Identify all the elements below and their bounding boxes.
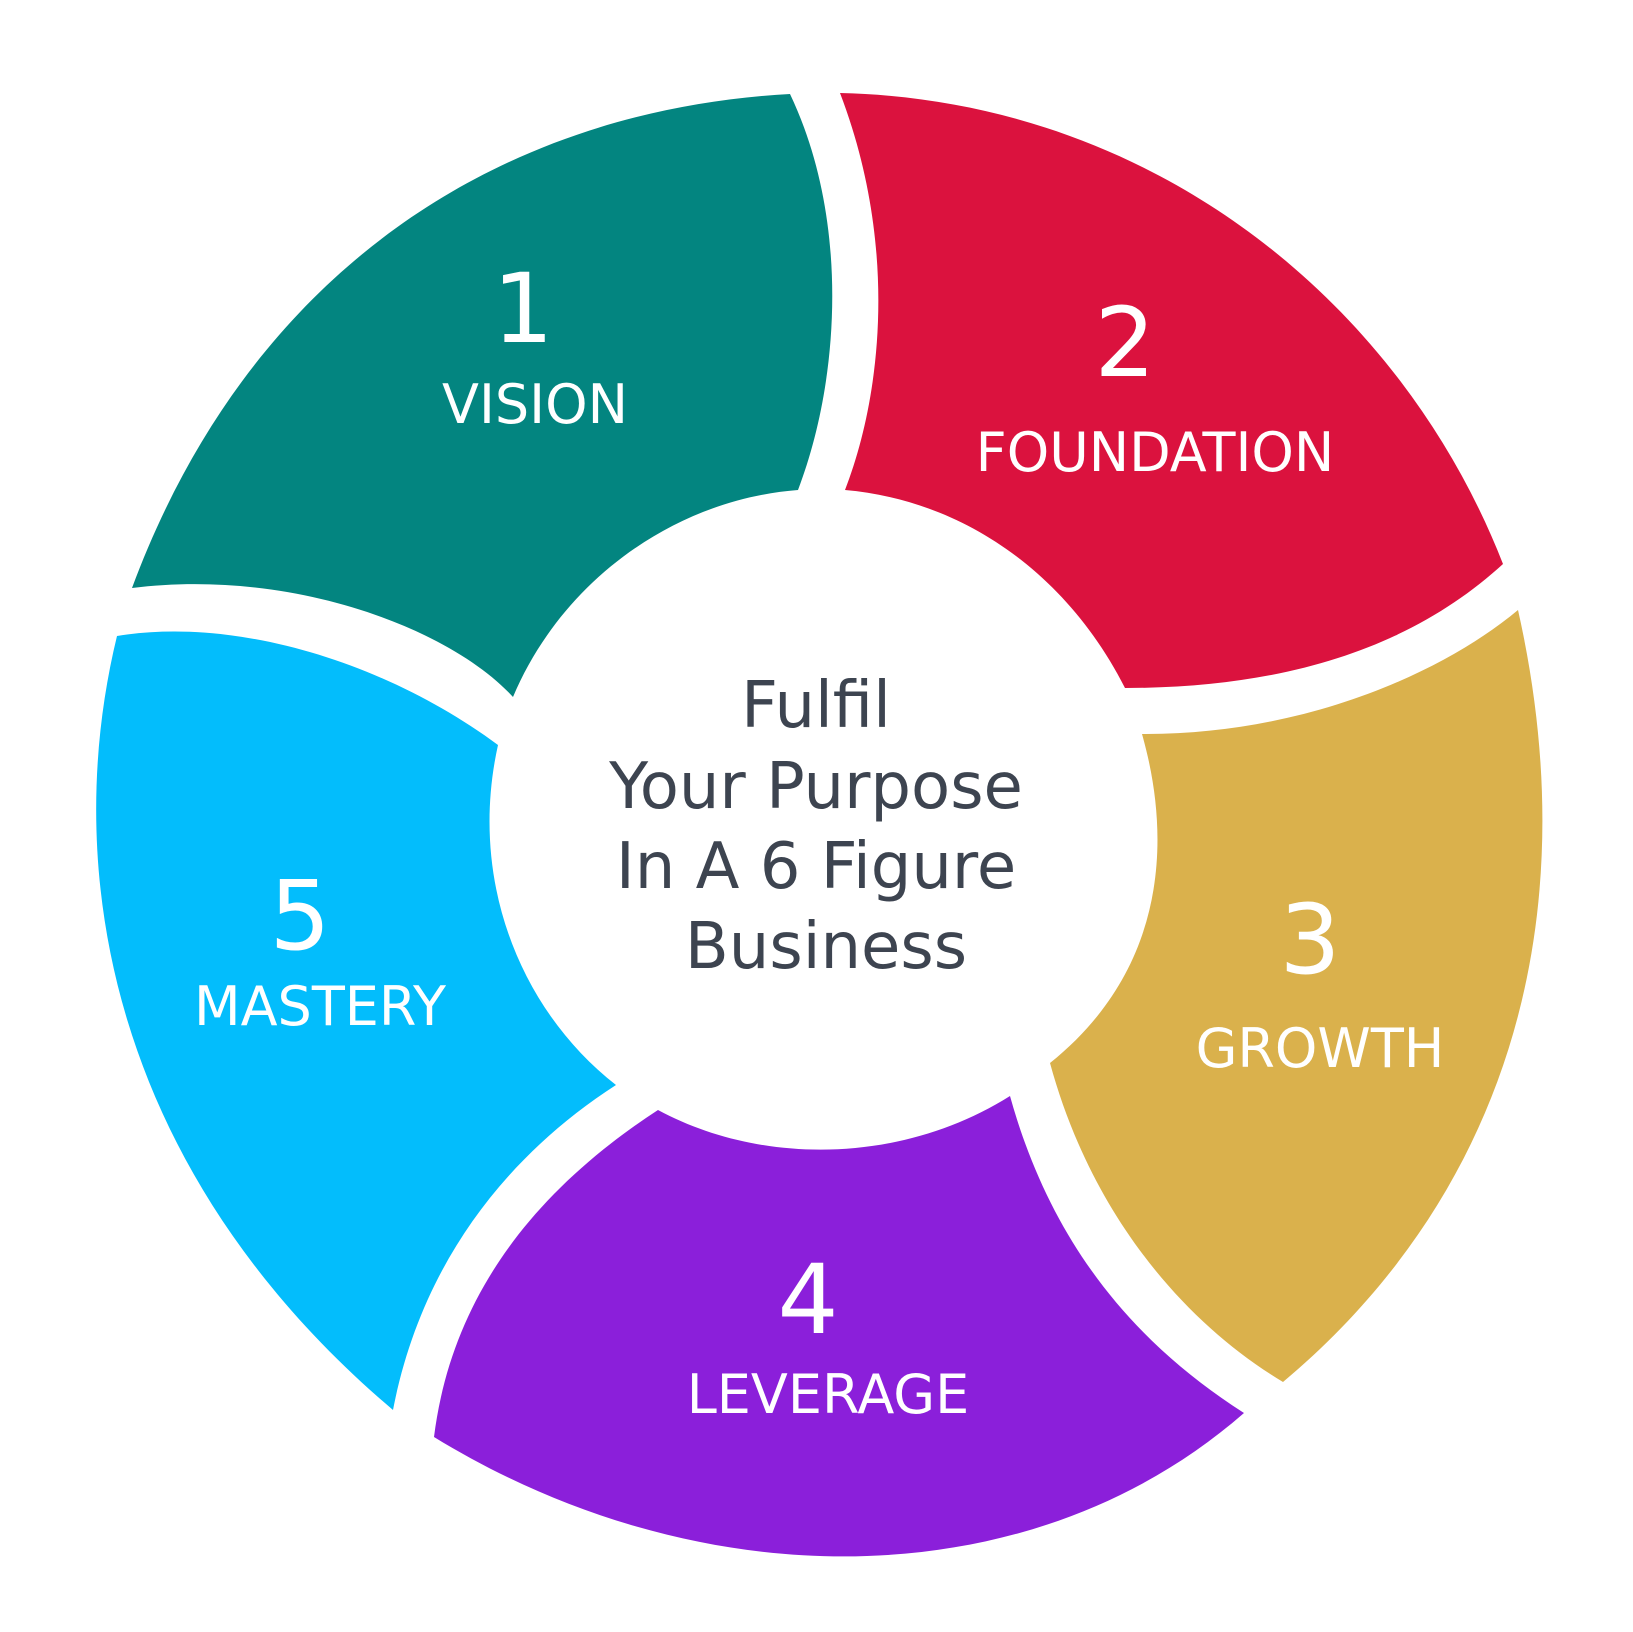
center-line-3: In A 6 Figure <box>616 830 1016 904</box>
segment-mastery-label: MASTERY <box>194 975 447 1038</box>
segment-mastery: 5 MASTERY <box>96 631 616 1410</box>
segment-leverage-label: LEVERAGE <box>687 1363 970 1426</box>
segment-mastery-shape <box>96 631 616 1410</box>
center-statement: Fulfil Your Purpose In A 6 Figure Busine… <box>608 669 1023 984</box>
segment-vision-shape <box>132 94 833 697</box>
segment-foundation-label: FOUNDATION <box>976 421 1335 484</box>
segment-leverage-shape <box>434 1096 1244 1557</box>
segment-leverage-number: 4 <box>777 1244 838 1356</box>
segment-growth-shape <box>1050 610 1543 1382</box>
segment-mastery-number: 5 <box>269 860 330 972</box>
segment-growth: 3 GROWTH <box>1050 610 1543 1382</box>
segment-vision-number: 1 <box>492 253 553 365</box>
segment-vision-label: VISION <box>442 373 628 436</box>
segment-foundation-number: 2 <box>1094 287 1155 399</box>
center-line-2: Your Purpose <box>608 750 1023 824</box>
segment-vision: 1 VISION <box>132 94 833 697</box>
segment-growth-number: 3 <box>1279 884 1340 996</box>
center-line-4: Business <box>685 910 967 984</box>
center-line-1: Fulfil <box>741 669 891 743</box>
segment-foundation: 2 FOUNDATION <box>840 93 1503 688</box>
segment-foundation-shape <box>840 93 1503 688</box>
segment-growth-label: GROWTH <box>1196 1017 1445 1080</box>
segment-leverage: 4 LEVERAGE <box>434 1096 1244 1557</box>
